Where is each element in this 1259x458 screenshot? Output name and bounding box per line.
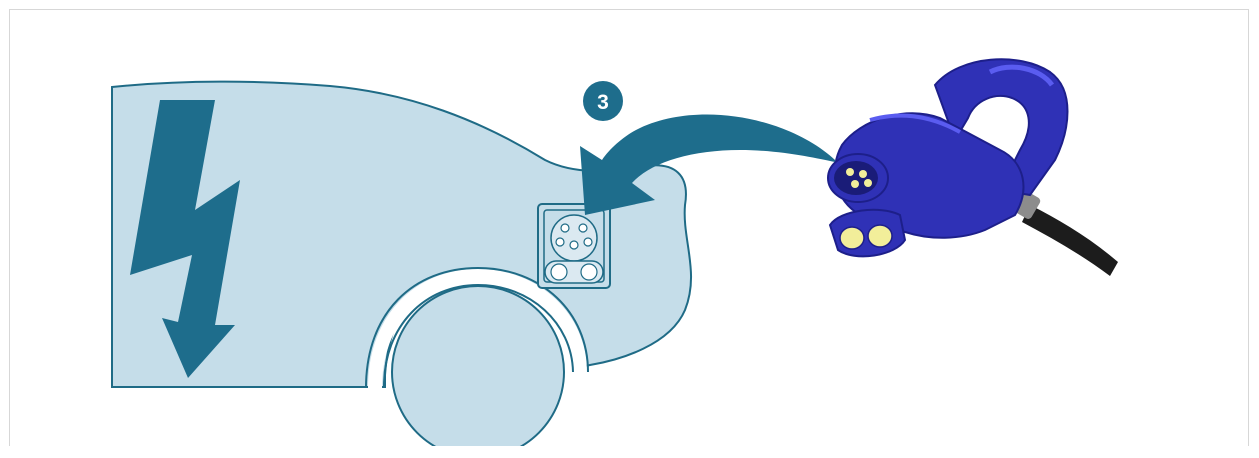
step-badge: 3 bbox=[583, 81, 623, 121]
curved-arrow-icon bbox=[580, 114, 835, 215]
charging-socket-icon bbox=[537, 203, 611, 289]
wheel-arch bbox=[368, 268, 587, 389]
step-number: 3 bbox=[597, 91, 609, 114]
charging-plug-icon bbox=[827, 58, 1118, 276]
car-wheel bbox=[391, 285, 565, 458]
lightning-bolt-icon bbox=[130, 100, 240, 378]
